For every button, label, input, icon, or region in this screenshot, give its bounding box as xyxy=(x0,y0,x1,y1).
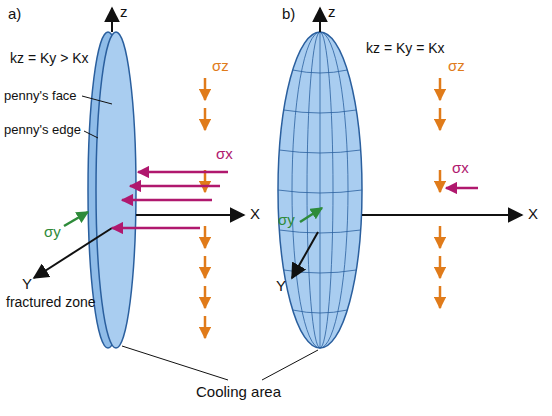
part-label: penny's edge xyxy=(4,122,81,138)
stress-label: σx xyxy=(452,160,469,176)
permeability-note: kz = Ky > Kx xyxy=(10,50,89,66)
permeability-note: kz = Ky = Kx xyxy=(366,40,445,56)
sigma-z-arrows xyxy=(204,78,207,338)
axis-label: Y xyxy=(276,278,286,294)
axis-label: z xyxy=(328,4,336,20)
axis-label: X xyxy=(250,206,260,222)
axis-label: X xyxy=(528,206,538,222)
stress-label: σy xyxy=(44,224,61,240)
ellipsoid xyxy=(278,32,362,348)
sigma-y-arrow xyxy=(300,208,322,222)
stress-label: σx xyxy=(216,146,233,162)
axes xyxy=(34,8,244,278)
sigma-x-arrows xyxy=(112,172,228,228)
axes xyxy=(292,8,522,278)
panel-label: a) xyxy=(8,6,21,22)
area-label: Cooling area xyxy=(196,384,281,400)
panel-label: b) xyxy=(282,6,295,22)
stress-label: σy xyxy=(278,212,295,228)
leader-lines xyxy=(82,96,112,138)
part-label: penny's face xyxy=(4,88,77,104)
stress-label: σz xyxy=(212,58,229,74)
sigma-x-arrow xyxy=(446,187,478,190)
axis-label: Y xyxy=(22,276,32,292)
sigma-z-arrows xyxy=(439,78,442,308)
stress-label: σz xyxy=(448,58,465,74)
sigma-y-arrow xyxy=(64,212,88,226)
axis-label: z xyxy=(120,4,128,20)
leader-lines xyxy=(122,346,318,380)
zone-label: fractured zone xyxy=(6,294,96,310)
